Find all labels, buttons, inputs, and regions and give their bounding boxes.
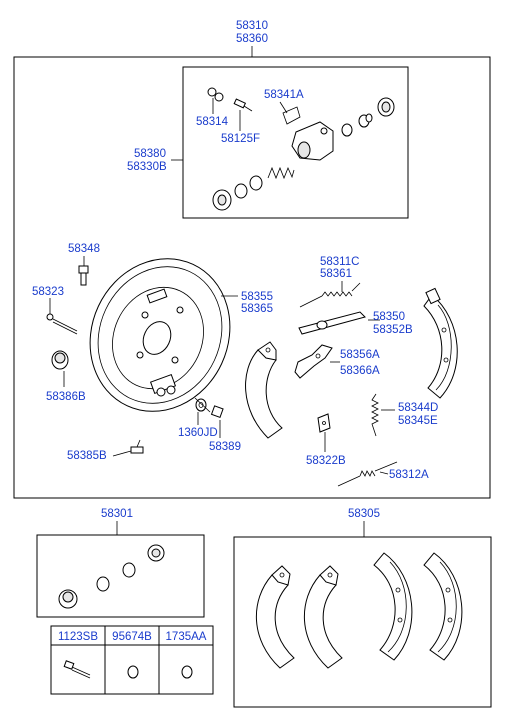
wheel-cylinder-box	[182, 66, 409, 219]
label-58356A: 58356A	[340, 349, 380, 361]
table-header-95674B: 95674B	[112, 631, 152, 643]
brake-shoe-right-icon	[423, 287, 458, 399]
label-58380: 58380	[134, 148, 166, 160]
lower-spring-icon	[371, 393, 379, 437]
adjuster-spring-icon	[337, 461, 398, 487]
brake-shoe-left-icon	[245, 341, 283, 439]
upper-return-spring-icon	[299, 282, 361, 308]
label-58323: 58323	[32, 286, 64, 298]
label-58360: 58360	[236, 33, 268, 45]
bolt-58389-icon	[194, 397, 224, 419]
label-58305: 58305	[348, 508, 380, 520]
label-58314: 58314	[196, 116, 229, 128]
washer-1735AA-icon	[181, 665, 193, 679]
kit-shoe-1-icon	[255, 565, 295, 669]
adjuster-lever-icon	[294, 344, 333, 379]
label-58322B: 58322B	[306, 455, 346, 467]
label-58125F: 58125F	[221, 133, 260, 145]
bleeder-cap-icon	[207, 87, 224, 102]
bleeder-58385B-icon	[130, 439, 144, 454]
label-58355: 58355	[241, 291, 273, 303]
kit-cup-icon	[122, 562, 136, 578]
kit-shoe-2-icon	[303, 565, 343, 669]
kit-boot-icon	[147, 544, 165, 562]
label-58311C: 58311C	[320, 256, 359, 268]
table-header-1735AA: 1735AA	[166, 631, 207, 643]
kit-shoe-4-icon	[423, 552, 463, 661]
cylinder-spring-icon	[267, 166, 295, 180]
dust-boot-right-icon	[377, 97, 395, 117]
repair-kit-box	[36, 534, 205, 618]
label-58344D: 58344D	[398, 402, 438, 414]
label-58389: 58389	[209, 441, 241, 453]
wheel-cylinder-body-icon	[291, 121, 334, 161]
label-58312A: 58312A	[389, 469, 429, 481]
label-58310: 58310	[236, 20, 268, 32]
adjuster-strut-icon	[298, 311, 366, 335]
label-58365: 58365	[241, 303, 273, 315]
hold-down-pin-icon	[46, 313, 78, 335]
kit-cup-icon	[96, 576, 110, 592]
label-58361: 58361	[320, 268, 352, 280]
bolt-1123SB-icon	[63, 660, 91, 679]
cylinder-piston-left-icon	[234, 175, 263, 199]
label-58330B: 58330B	[127, 161, 167, 173]
boot-ring-icon	[282, 106, 301, 125]
washer-icon	[195, 398, 207, 412]
label-58345E: 58345E	[398, 415, 438, 427]
table-header-1123SB: 1123SB	[58, 631, 98, 643]
bleeder-screw-icon	[233, 98, 253, 112]
shoe-kit-box	[233, 536, 492, 708]
label-58350: 58350	[373, 311, 405, 323]
spring-clip-icon	[317, 413, 331, 433]
label-58366A: 58366A	[340, 365, 380, 377]
backing-plate-icon	[89, 258, 231, 412]
label-58341A: 58341A	[264, 89, 304, 101]
rubber-plug-icon	[51, 350, 69, 370]
label-58385B: 58385B	[67, 450, 107, 462]
washer-95674B-icon	[127, 665, 139, 679]
hardware-table	[50, 625, 214, 695]
assembly-frame	[13, 56, 491, 499]
label-58386B: 58386B	[46, 391, 86, 403]
kit-dust-boot-icon	[58, 589, 78, 609]
dust-boot-left-icon	[212, 189, 232, 211]
label-58348: 58348	[68, 243, 100, 255]
cylinder-cup-right-icon	[341, 113, 373, 137]
bolt-58348-icon	[78, 265, 89, 286]
label-58301: 58301	[101, 508, 133, 520]
label-1360JD: 1360JD	[178, 427, 218, 439]
kit-shoe-3-icon	[373, 552, 413, 661]
label-58352B: 58352B	[373, 324, 413, 336]
